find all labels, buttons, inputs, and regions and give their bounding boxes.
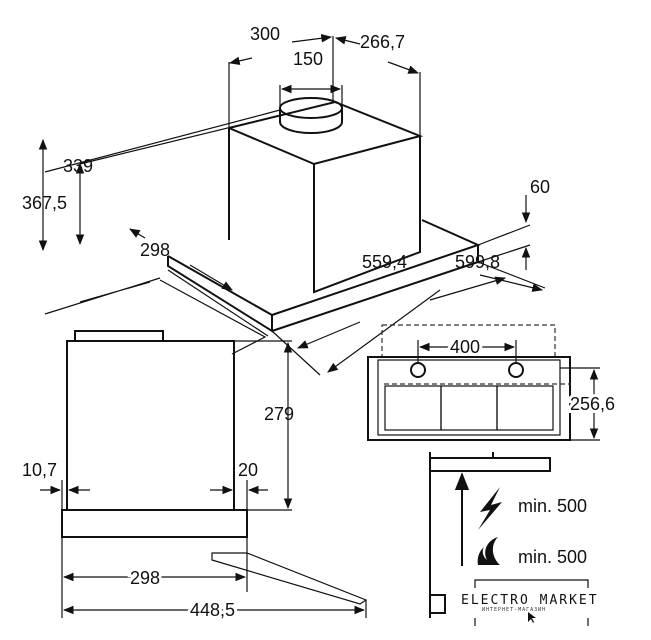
- base-side: [61, 509, 248, 538]
- base-panel-top: [167, 219, 481, 317]
- front-view: 400 256,6: [367, 324, 618, 441]
- dim-298-side: 298: [130, 568, 160, 588]
- clearance-gas: min. 500: [518, 547, 587, 567]
- dim-256-6: 256,6: [570, 394, 615, 414]
- logo-name: ELECTRO MARKET: [461, 593, 599, 608]
- cursor-icon: [528, 612, 536, 623]
- dim-367-5: 367,5: [22, 193, 67, 213]
- dim-400: 400: [450, 337, 480, 357]
- clearance-electric: min. 500: [518, 496, 587, 516]
- dim-60: 60: [530, 177, 550, 197]
- dim-150: 150: [293, 49, 323, 69]
- dim-20: 20: [238, 460, 258, 480]
- dim-266-7: 266,7: [360, 32, 405, 52]
- side-view: 279 10,7 20 298 448,5: [22, 330, 368, 623]
- electro-market-logo: ELECTRO MARKET ИНТЕРНЕТ-МАГАЗИН: [461, 579, 599, 626]
- mount-hole-right: [508, 362, 524, 378]
- mount-hole-left: [410, 362, 426, 378]
- isometric-view: 300 150 266,7 339 367,5 60 298 559,4 599…: [22, 24, 550, 376]
- dim-298-depth: 298: [140, 240, 170, 260]
- dim-448-5: 448,5: [190, 600, 235, 620]
- visor-side: [211, 552, 368, 605]
- gas-flame-icon: [477, 537, 500, 565]
- hood-front: [367, 356, 571, 441]
- dim-339: 339: [63, 156, 93, 176]
- dim-599-8: 599,8: [455, 252, 500, 272]
- duct-side: [74, 330, 164, 342]
- clearance-diagram: min. 500 min. 500: [429, 452, 587, 618]
- dim-300: 300: [250, 24, 280, 44]
- dim-279: 279: [264, 404, 294, 424]
- dim-10-7: 10,7: [22, 460, 57, 480]
- dim-559-4: 559,4: [362, 252, 407, 272]
- chimney-side: [66, 340, 235, 511]
- logo-sub: ИНТЕРНЕТ-МАГАЗИН: [482, 607, 546, 613]
- electric-icon: [478, 487, 502, 530]
